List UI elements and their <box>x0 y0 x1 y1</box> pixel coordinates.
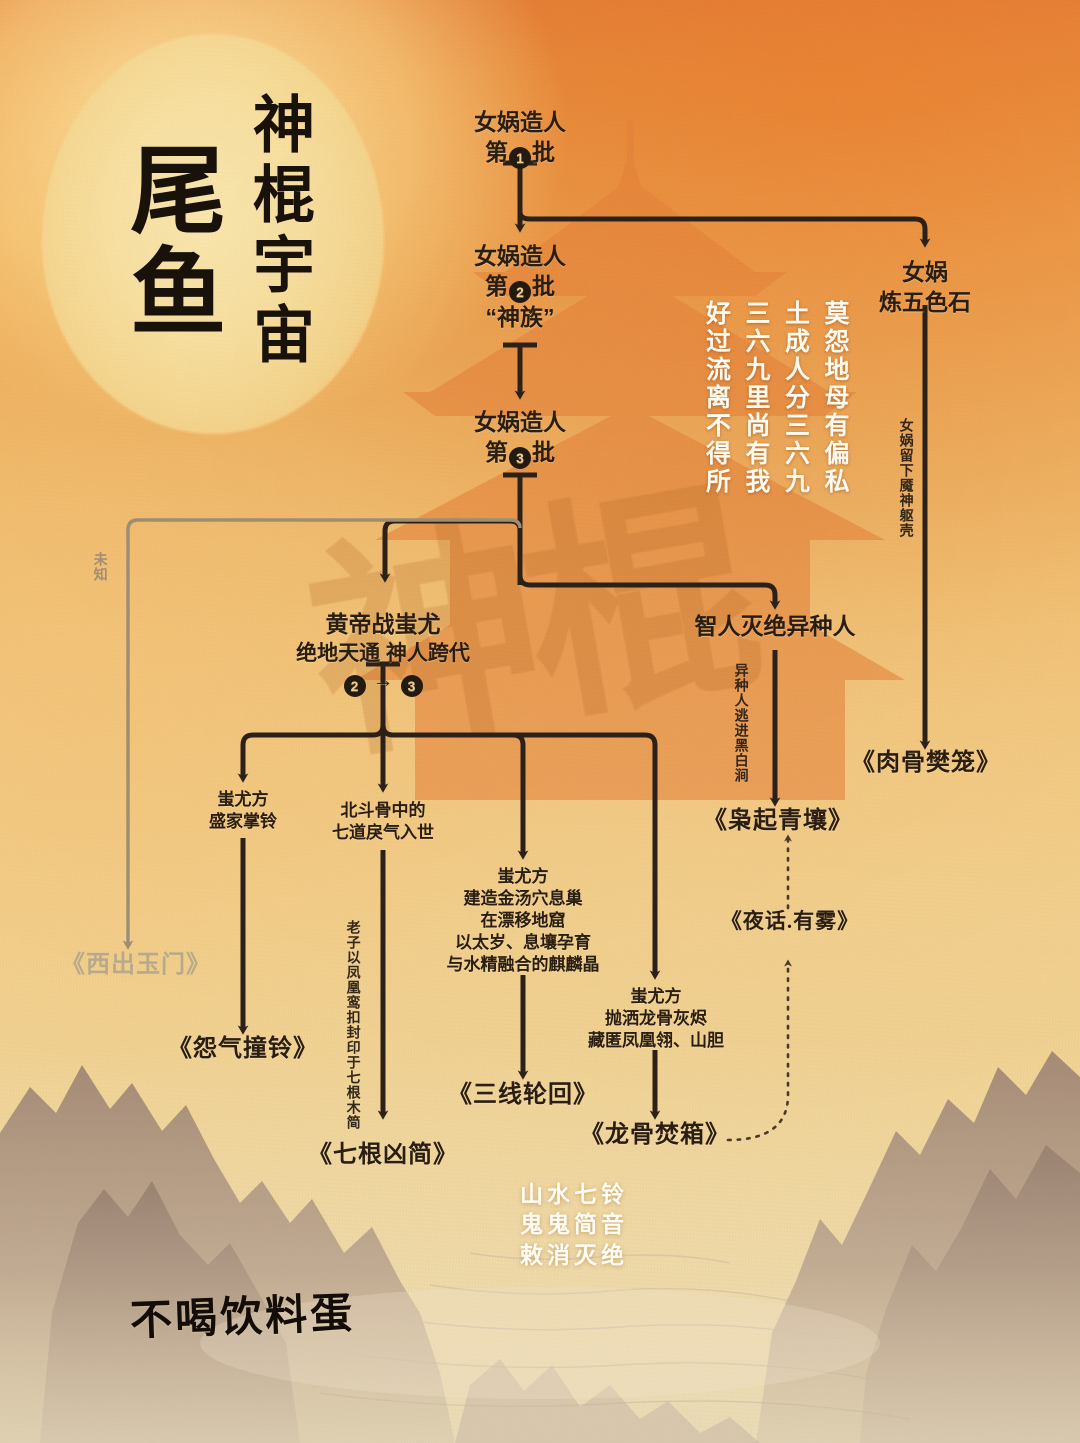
ink-mountains-decoration <box>0 1051 1080 1443</box>
stage-badge-from: 2 <box>343 675 366 698</box>
poem-column-1: 莫怨地母有偏私 <box>821 300 848 496</box>
node-huangdi-vs-chiyou[interactable]: 黄帝战蚩尤 绝地天通 神人跨代 2 → 3 <box>243 610 523 698</box>
edge-label-laozi-seal: 老子以凤凰鸾扣封印于七根木简 <box>345 920 362 1130</box>
artist-signature: 不喝饮料蛋 <box>129 1291 356 1345</box>
book-qigen-xiongjian[interactable]: 《七根凶简》 <box>308 1142 458 1168</box>
incantation-line-1: 山水七铃 <box>520 1182 628 1207</box>
node-chiyou-jintang-nest[interactable]: 蚩尤方 建造金汤穴息巢 在漂移地窟 以太岁、息壤孕育 与水精融合的麒麟晶 <box>405 866 641 976</box>
transition-arrow-icon: → <box>372 669 394 693</box>
node-nest-line1: 蚩尤方 <box>497 867 549 886</box>
incantation-line-2: 鬼鬼简音 <box>520 1212 628 1238</box>
node-nuwa-five-color-stone[interactable]: 女娲 炼五色石 <box>835 258 1015 318</box>
node-huangdi-transition: 2 → 3 <box>243 667 523 698</box>
book-yuanqi-zhuangling[interactable]: 《怨气撞铃》 <box>168 1036 318 1062</box>
node-nest-line3: 在漂移地窟 <box>480 911 566 931</box>
incantation-block: 山水七铃 鬼鬼简音 敕消灭绝 <box>520 1180 628 1271</box>
book-rougu-fanlong[interactable]: 《肉骨樊笼》 <box>851 750 1001 776</box>
node-nuwa2-prefix: 第 <box>485 272 508 299</box>
node-homo-sapiens-extinction[interactable]: 智人灭绝异种人 <box>645 612 905 642</box>
poem-column-4: 好过流离不得所 <box>702 300 730 496</box>
book-yehua-youwu[interactable]: 《夜话.有雾》 <box>720 909 860 933</box>
edge-label-nuwa-shell: 女娲留下魇神躯壳 <box>898 418 915 538</box>
node-huangdi-line1: 黄帝战蚩尤 <box>325 611 441 637</box>
node-nest-line4: 以太岁、息壤孕育 <box>455 933 591 953</box>
node-nuwa2-line1: 女娲造人 <box>474 243 566 269</box>
node-nuwa1-line1: 女娲造人 <box>474 109 566 135</box>
node-beidou-line2: 七道戾气入世 <box>332 823 434 843</box>
stage-badge-to: 3 <box>400 675 423 698</box>
node-nuwa3-suffix: 批 <box>532 438 555 465</box>
book-longgu-fenxiang[interactable]: 《龙骨焚箱》 <box>580 1122 730 1148</box>
node-nuwa1-prefix: 第 <box>485 138 508 165</box>
edge-label-yizhongren-escape: 异种人逃进黑白涧 <box>733 663 750 783</box>
node-beidou-seven-qi[interactable]: 北斗骨中的 七道戾气入世 <box>288 800 478 844</box>
node-stone-line1: 女娲 <box>902 259 948 285</box>
node-chiyou-bell-keeper[interactable]: 蚩尤方 盛家掌铃 <box>163 789 323 833</box>
node-nuwa2-line3: “神族” <box>485 303 555 330</box>
poster-title-sub: 神棍宇宙 <box>242 92 311 372</box>
poster-title-main: 尾鱼 <box>115 140 223 344</box>
book-xiaoqi-qingrang[interactable]: 《枭起青壤》 <box>703 808 853 834</box>
incantation-line-3: 敕消灭绝 <box>520 1242 628 1268</box>
book-xichu-yumen[interactable]: 《西出玉门》 <box>61 952 211 978</box>
batch-badge-1: 1 <box>509 146 531 169</box>
sun-glow-decoration <box>42 34 384 434</box>
node-bone-line1: 蚩尤方 <box>630 987 682 1006</box>
node-stone-line2: 炼五色石 <box>879 288 971 315</box>
edge-label-unknown: 未知 <box>92 552 109 582</box>
node-zhiren-line1: 智人灭绝异种人 <box>694 613 856 639</box>
node-nuwa3-line1: 女娲造人 <box>474 409 566 435</box>
node-nest-line2: 建造金汤穴息巢 <box>463 889 583 909</box>
node-nest-line5: 与水精融合的麒麟晶 <box>446 955 600 975</box>
node-huangdi-line2: 绝地天通 神人跨代 <box>296 641 470 665</box>
poem-column-2: 土成人分三六九 <box>781 300 809 496</box>
book-sanxian-lunhui[interactable]: 《三线轮回》 <box>448 1082 598 1108</box>
node-bone-line2: 抛洒龙骨灰烬 <box>605 1009 707 1029</box>
batch-badge-2: 2 <box>509 280 531 303</box>
node-bone-line3: 藏匿凤凰翎、山胆 <box>588 1031 724 1051</box>
node-chiyou-dragon-bone-ash[interactable]: 蚩尤方 抛洒龙骨灰烬 藏匿凤凰翎、山胆 <box>545 986 767 1052</box>
node-nuwa2-suffix: 批 <box>532 272 555 299</box>
node-nuwa3-prefix: 第 <box>485 438 508 465</box>
poem-column-3: 三六九里尚有我 <box>742 300 769 496</box>
node-chiyou-bell-line1: 蚩尤方 <box>217 790 269 809</box>
river-mist-decoration <box>200 1252 911 1420</box>
poem-block: 莫怨地母有偏私 土成人分三六九 三六九里尚有我 好过流离不得所 <box>700 300 849 496</box>
node-nuwa1-suffix: 批 <box>532 138 555 165</box>
node-chiyou-bell-line2: 盛家掌铃 <box>209 812 277 832</box>
batch-badge-3: 3 <box>509 446 531 469</box>
node-beidou-line1: 北斗骨中的 <box>340 801 426 820</box>
